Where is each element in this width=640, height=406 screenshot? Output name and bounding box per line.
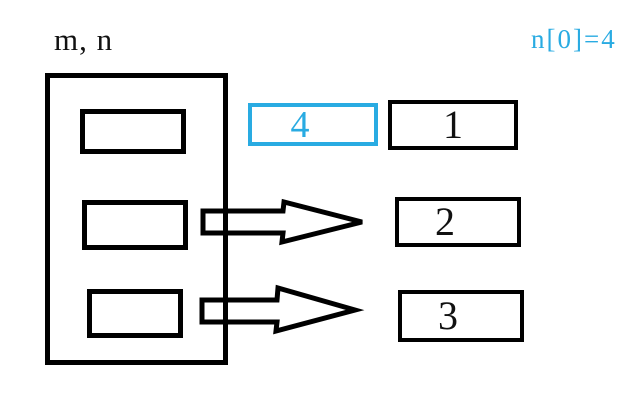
value-box-1-text: 1 — [443, 102, 463, 147]
value-box-4-text: 4 — [290, 103, 310, 146]
value-box-2: 2 — [395, 197, 521, 247]
value-box-1: 1 — [388, 100, 518, 150]
label-m-n: m, n — [54, 22, 114, 57]
label-n0-equals-4: n[0]=4 — [531, 24, 617, 54]
pointer-slot-3 — [87, 289, 183, 338]
value-box-3: 3 — [398, 290, 524, 342]
value-box-4: 4 — [248, 103, 378, 146]
pointer-slot-2 — [82, 200, 188, 250]
value-box-2-text: 2 — [435, 199, 455, 244]
value-box-3-text: 3 — [438, 293, 458, 338]
pointer-slot-1 — [80, 109, 186, 154]
